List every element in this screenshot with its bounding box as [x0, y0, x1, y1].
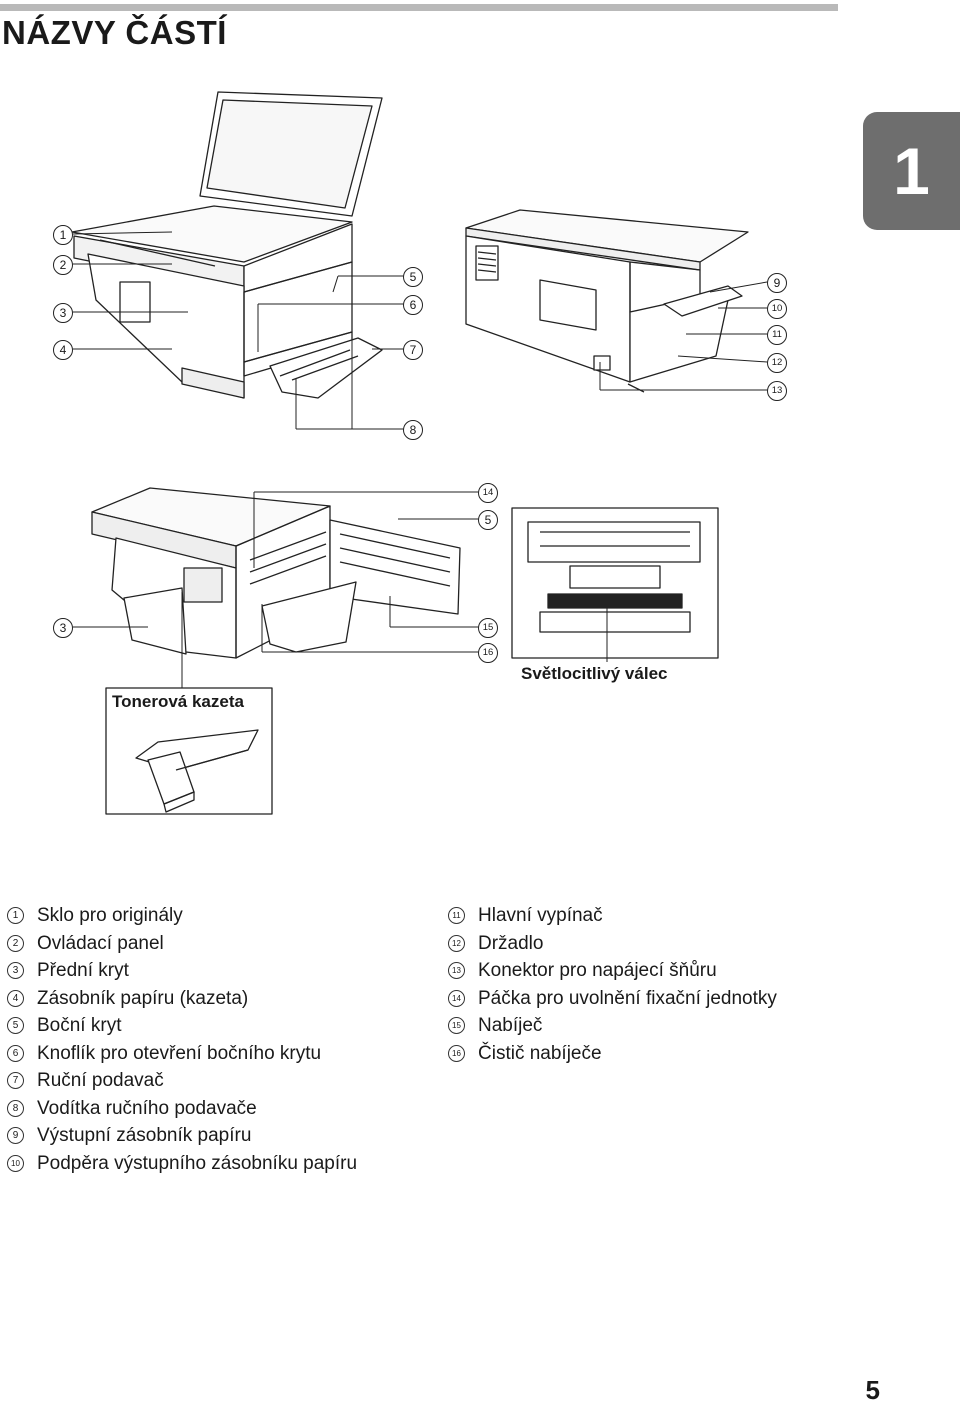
legend-label: Ruční podavač: [37, 1070, 164, 1091]
callout-8: 8: [403, 420, 423, 440]
legend-item: 9 Výstupní zásobník papíru: [7, 1122, 407, 1150]
legend-label: Ovládací panel: [37, 932, 164, 954]
callout-7: 7: [403, 340, 423, 360]
legend-number: 14: [448, 989, 465, 1007]
legend-label: Hlavní vypínač: [478, 905, 603, 926]
legend-label: Zásobník papíru (kazeta): [37, 987, 249, 1009]
copier-front-view: [71, 91, 383, 399]
legend-item: 6 Knoflík pro otevření bočního krytu: [7, 1040, 407, 1068]
top-rule: [0, 4, 838, 11]
legend-item: 16 Čistič nabíječe: [448, 1040, 888, 1068]
legend-label: Páčka pro uvolnění fixační jednotky: [478, 987, 777, 1009]
legend-number: 10: [7, 1154, 24, 1172]
legend-item: 4 Zásobník papíru (kazeta): [7, 985, 407, 1013]
legend-number: 6: [7, 1044, 24, 1062]
legend-number: 5: [7, 1017, 24, 1034]
callout-14: 14: [478, 483, 498, 503]
page-number: 5: [865, 1375, 880, 1405]
legend-label: Čistič nabíječe: [478, 1042, 602, 1064]
legend-number: 9: [7, 1127, 24, 1144]
legend-item: 5 Boční kryt: [7, 1012, 407, 1040]
legend-label: Knoflík pro otevření bočního krytu: [37, 1042, 322, 1064]
legend-item: 14 Páčka pro uvolnění fixační jednotky: [448, 985, 888, 1013]
legend-number: 16: [448, 1044, 465, 1062]
callout-5-open-view: 5: [478, 510, 498, 530]
legend-label: Výstupní zásobník papíru: [37, 1125, 252, 1146]
drum-detail: [511, 507, 719, 659]
legend-label: Nabíječ: [478, 1015, 543, 1036]
legend-number: 13: [448, 962, 465, 979]
page-title: NÁZVY ČÁSTÍ: [2, 14, 227, 51]
callout-3: 3: [53, 303, 73, 323]
callout-4: 4: [53, 340, 73, 360]
legend-label: Držadlo: [478, 932, 544, 954]
legend-item: 13 Konektor pro napájecí šňůru: [448, 957, 888, 985]
legend-number: 8: [7, 1099, 24, 1117]
drum-caption: Světlocitlivý válec: [521, 664, 668, 683]
legend-item: 10 Podpěra výstupního zásobníku papíru: [7, 1150, 407, 1178]
legend-number: 4: [7, 989, 24, 1007]
callout-16: 16: [478, 643, 498, 663]
parts-illustration: [71, 91, 768, 815]
legend-item: 7 Ruční podavač: [7, 1067, 407, 1095]
callout-9: 9: [767, 273, 787, 293]
legend-label: Podpěra výstupního zásobníku papíru: [37, 1152, 358, 1174]
callout-10: 10: [767, 299, 787, 319]
chapter-tab: 1: [863, 112, 960, 230]
legend-item: 2 Ovládací panel: [7, 930, 407, 958]
callout-11: 11: [767, 325, 787, 345]
callout-12: 12: [767, 353, 787, 373]
legend-label: Vodítka ručního podavače: [37, 1097, 257, 1119]
legend-item: 11 Hlavní vypínač: [448, 902, 888, 930]
legend-item: 12 Držadlo: [448, 930, 888, 958]
toner-caption: Tonerová kazeta: [112, 692, 244, 711]
legend-item: 3 Přední kryt: [7, 957, 407, 985]
legend-number: 7: [7, 1072, 24, 1089]
legend-label: Přední kryt: [37, 960, 129, 981]
callout-1: 1: [53, 225, 73, 245]
leader-lines: [72, 231, 768, 688]
legend-item: 15 Nabíječ: [448, 1012, 888, 1040]
legend-number: 2: [7, 934, 24, 952]
legend-label: Sklo pro originály: [37, 905, 183, 926]
legend-number: 15: [448, 1017, 465, 1034]
legend-label: Boční kryt: [37, 1015, 122, 1036]
callout-15: 15: [478, 618, 498, 638]
toner-detail: [105, 687, 273, 815]
legend-number: 1: [7, 907, 24, 924]
callout-5: 5: [403, 267, 423, 287]
legend-item: 1 Sklo pro originály: [7, 902, 407, 930]
callout-2: 2: [53, 255, 73, 275]
callout-3-open-view: 3: [53, 618, 73, 638]
legend-number: 12: [448, 934, 465, 952]
legend-number: 11: [448, 907, 465, 924]
legend-number: 3: [7, 962, 24, 979]
copier-rear-view: [465, 209, 749, 393]
callout-6: 6: [403, 295, 423, 315]
legend-item: 8 Vodítka ručního podavače: [7, 1095, 407, 1123]
legend-label: Konektor pro napájecí šňůru: [478, 960, 717, 981]
callout-13: 13: [767, 381, 787, 401]
copier-open-view: [91, 487, 461, 659]
legend-right: 11 Hlavní vypínač 12 Držadlo 13 Konektor pr…: [448, 902, 888, 1067]
legend-left: 1 Sklo pro originály 2 Ovládací panel 3 Pře…: [7, 902, 407, 1177]
